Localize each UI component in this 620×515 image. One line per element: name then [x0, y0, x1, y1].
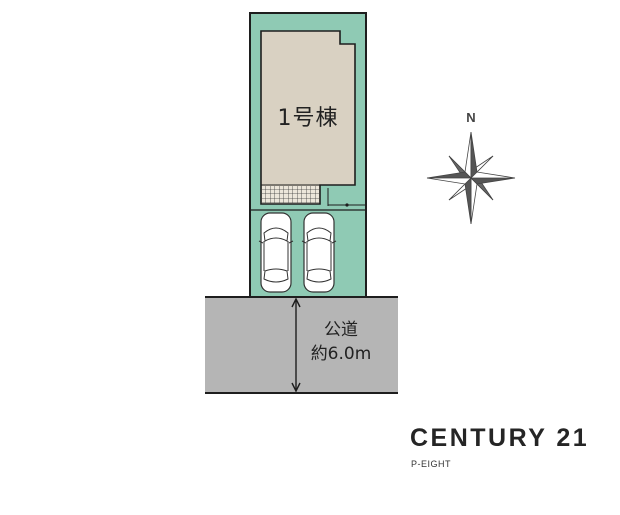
car-icon [301, 212, 337, 293]
road-type-label: 公道 [324, 320, 358, 340]
car-icon [258, 212, 294, 293]
road-label: 公道 約6.0m [296, 318, 386, 366]
century21-logo: CENTURY 21 [410, 424, 590, 452]
building-label: 1号棟 [277, 106, 339, 131]
public-road [205, 297, 398, 393]
terrace-grid [262, 186, 319, 203]
office-name: P-EIGHT [411, 459, 452, 469]
road-width-label: 約6.0m [310, 344, 372, 364]
building-footprint [260, 30, 356, 205]
compass-rose-icon [426, 131, 516, 225]
boundary-marker [345, 203, 349, 207]
road-width-arrow-icon [291, 297, 301, 393]
compass-north-label: N [466, 110, 476, 125]
